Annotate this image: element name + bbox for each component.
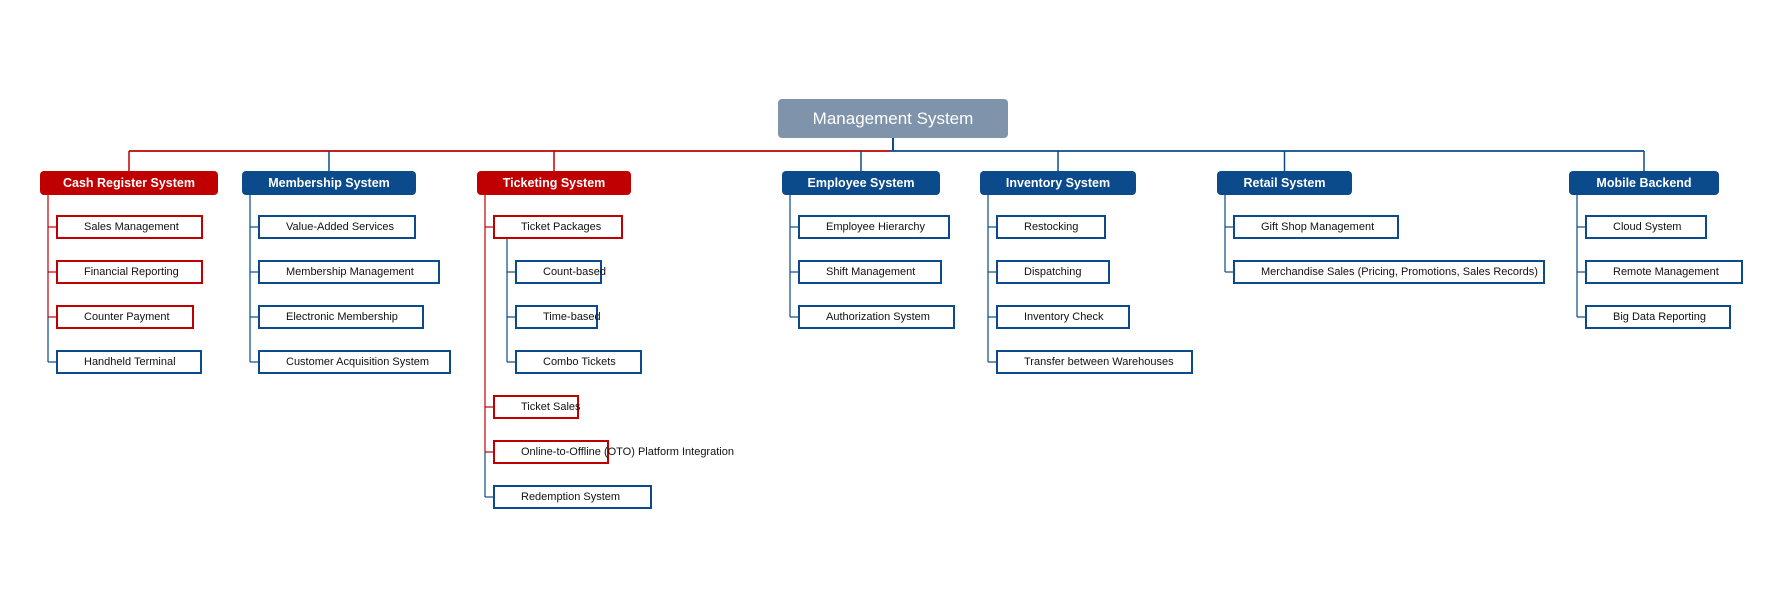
- root-node: Management System: [778, 99, 1008, 138]
- leaf-node: Gift Shop Management: [1233, 215, 1399, 239]
- leaf-node: Counter Payment: [56, 305, 194, 329]
- sub-leaf-node: Count-based: [515, 260, 606, 284]
- leaf-node: Remote Management: [1585, 260, 1743, 284]
- leaf-node: Employee Hierarchy: [798, 215, 950, 239]
- leaf-node: Ticket Packages: [493, 215, 623, 239]
- branch-node: Retail System: [1217, 171, 1352, 195]
- sub-leaf-node: Combo Tickets: [515, 350, 642, 374]
- branch-node: Mobile Backend: [1569, 171, 1719, 195]
- branch-node: Employee System: [782, 171, 940, 195]
- branch-node: Ticketing System: [477, 171, 631, 195]
- leaf-node: Redemption System: [493, 485, 652, 509]
- leaf-node: Dispatching: [996, 260, 1110, 284]
- leaf-node: Big Data Reporting: [1585, 305, 1731, 329]
- branch-node: Inventory System: [980, 171, 1136, 195]
- leaf-node: Customer Acquisition System: [258, 350, 451, 374]
- leaf-node: Online-to-Offline (OTO) Platform Integra…: [493, 440, 734, 464]
- leaf-node: Transfer between Warehouses: [996, 350, 1193, 374]
- leaf-node: Handheld Terminal: [56, 350, 202, 374]
- leaf-node: Restocking: [996, 215, 1106, 239]
- leaf-node: Electronic Membership: [258, 305, 424, 329]
- leaf-node: Financial Reporting: [56, 260, 203, 284]
- leaf-node: Membership Management: [258, 260, 440, 284]
- leaf-node: Value-Added Services: [258, 215, 416, 239]
- leaf-node: Merchandise Sales (Pricing, Promotions, …: [1233, 260, 1545, 284]
- leaf-node: Authorization System: [798, 305, 955, 329]
- leaf-node: Cloud System: [1585, 215, 1707, 239]
- leaf-node: Ticket Sales: [493, 395, 581, 419]
- leaf-node: Inventory Check: [996, 305, 1130, 329]
- sub-leaf-node: Time-based: [515, 305, 601, 329]
- branch-node: Membership System: [242, 171, 416, 195]
- leaf-node: Sales Management: [56, 215, 203, 239]
- branch-node: Cash Register System: [40, 171, 218, 195]
- leaf-node: Shift Management: [798, 260, 942, 284]
